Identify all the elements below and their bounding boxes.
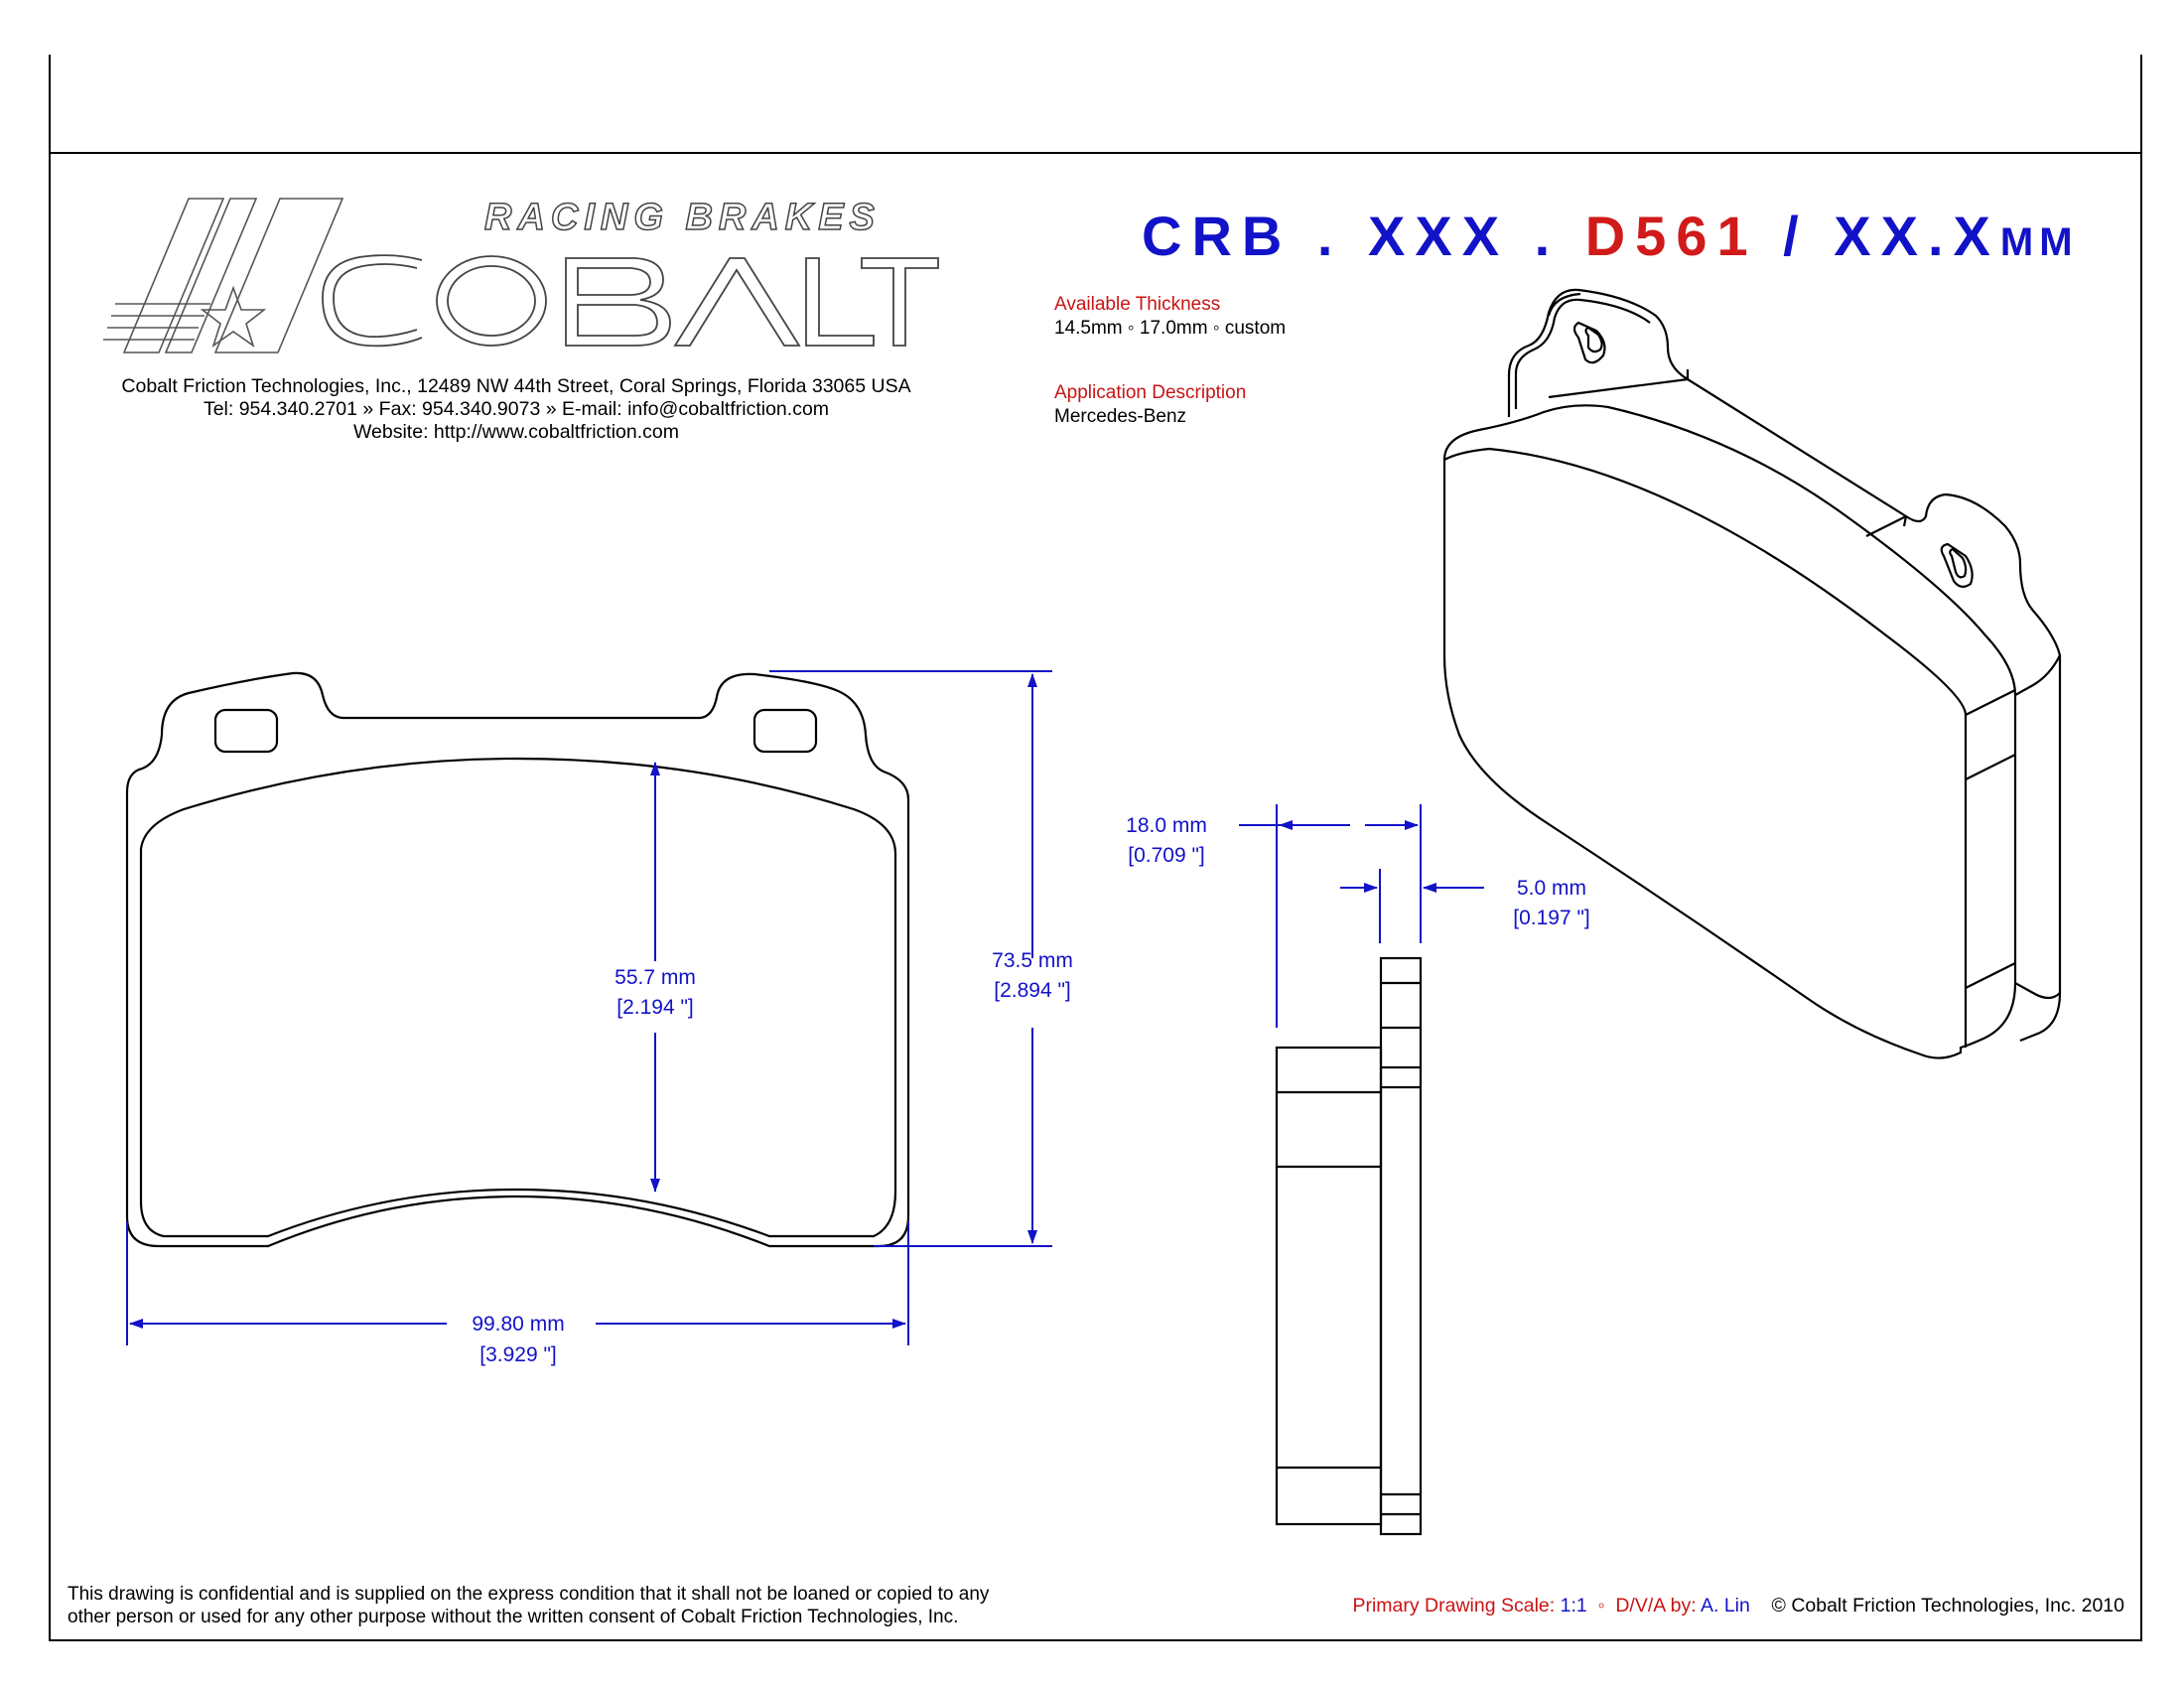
thickness-label: Available Thickness [1054,294,1221,315]
confidentiality-notice: This drawing is confidential and is supp… [68,1583,1160,1628]
pad-side-view [1275,956,1423,1536]
dim-total-thickness-mm: 18.0 mm [1126,814,1207,837]
dim-width-in: [3.929 "] [479,1343,557,1366]
scale-value: 1:1 [1560,1595,1587,1617]
dva-value: A. Lin [1700,1595,1750,1617]
drawing-info: Primary Drawing Scale: 1:1 ◦ D/V/A by: A… [1352,1595,2124,1618]
dim-backplate-in: [0.197 "] [1513,907,1590,929]
company-address: Cobalt Friction Technologies, Inc., 1248… [121,375,911,397]
application-value: Mercedes-Benz [1054,406,1187,427]
copyright-notice: © Cobalt Friction Technologies, Inc. 201… [1771,1595,2124,1617]
dim-width-mm: 99.80 mm [472,1313,565,1336]
logo-wordmark [322,254,939,348]
cobalt-logo [103,198,939,353]
confidential-line-1: This drawing is confidential and is supp… [68,1584,990,1605]
title-part-code: D561 [1584,205,1758,267]
dim-total-thickness-in: [0.709 "] [1128,844,1205,867]
title-prefix: CRB . XXX . [1142,205,1585,267]
dim-inner-height-mm: 55.7 mm [614,966,696,989]
dim-total-height-mm: 73.5 mm [992,949,1073,972]
frame-left-border [49,55,51,1640]
dim-backplate-mm: 5.0 mm [1516,877,1586,900]
logo-tagline: RACING BRAKES [483,196,881,239]
dimension-lines-front [126,670,1052,1345]
pad-isometric-view [1442,288,2062,1059]
scale-label: Primary Drawing Scale: [1352,1595,1556,1617]
dim-inner-height-in: [2.194 "] [616,996,694,1019]
pad-front-view [125,671,910,1248]
info-separator: ◦ [1597,1595,1605,1617]
frame-header-divider [49,152,2142,154]
company-website: Website: http://www.cobaltfriction.com [352,421,679,443]
dim-total-height-in: [2.894 "] [994,979,1071,1002]
thickness-value: 14.5mm ◦ 17.0mm ◦ custom [1054,318,1287,339]
frame-bottom-border [49,1639,2142,1641]
dimension-lines-side [1239,804,1484,1028]
confidential-line-2: other person or used for any other purpo… [68,1607,959,1627]
frame-right-border [2140,55,2142,1640]
application-label: Application Description [1054,382,1247,403]
part-number-title: CRB . XXX . D561 / XX.XMM [1142,204,2079,268]
dva-label: D/V/A by: [1615,1595,1697,1617]
company-contact: Tel: 954.340.2701 » Fax: 954.340.9073 » … [203,398,830,420]
title-unit: MM [1999,220,2079,264]
title-thickness: / XX.X [1757,205,2000,267]
